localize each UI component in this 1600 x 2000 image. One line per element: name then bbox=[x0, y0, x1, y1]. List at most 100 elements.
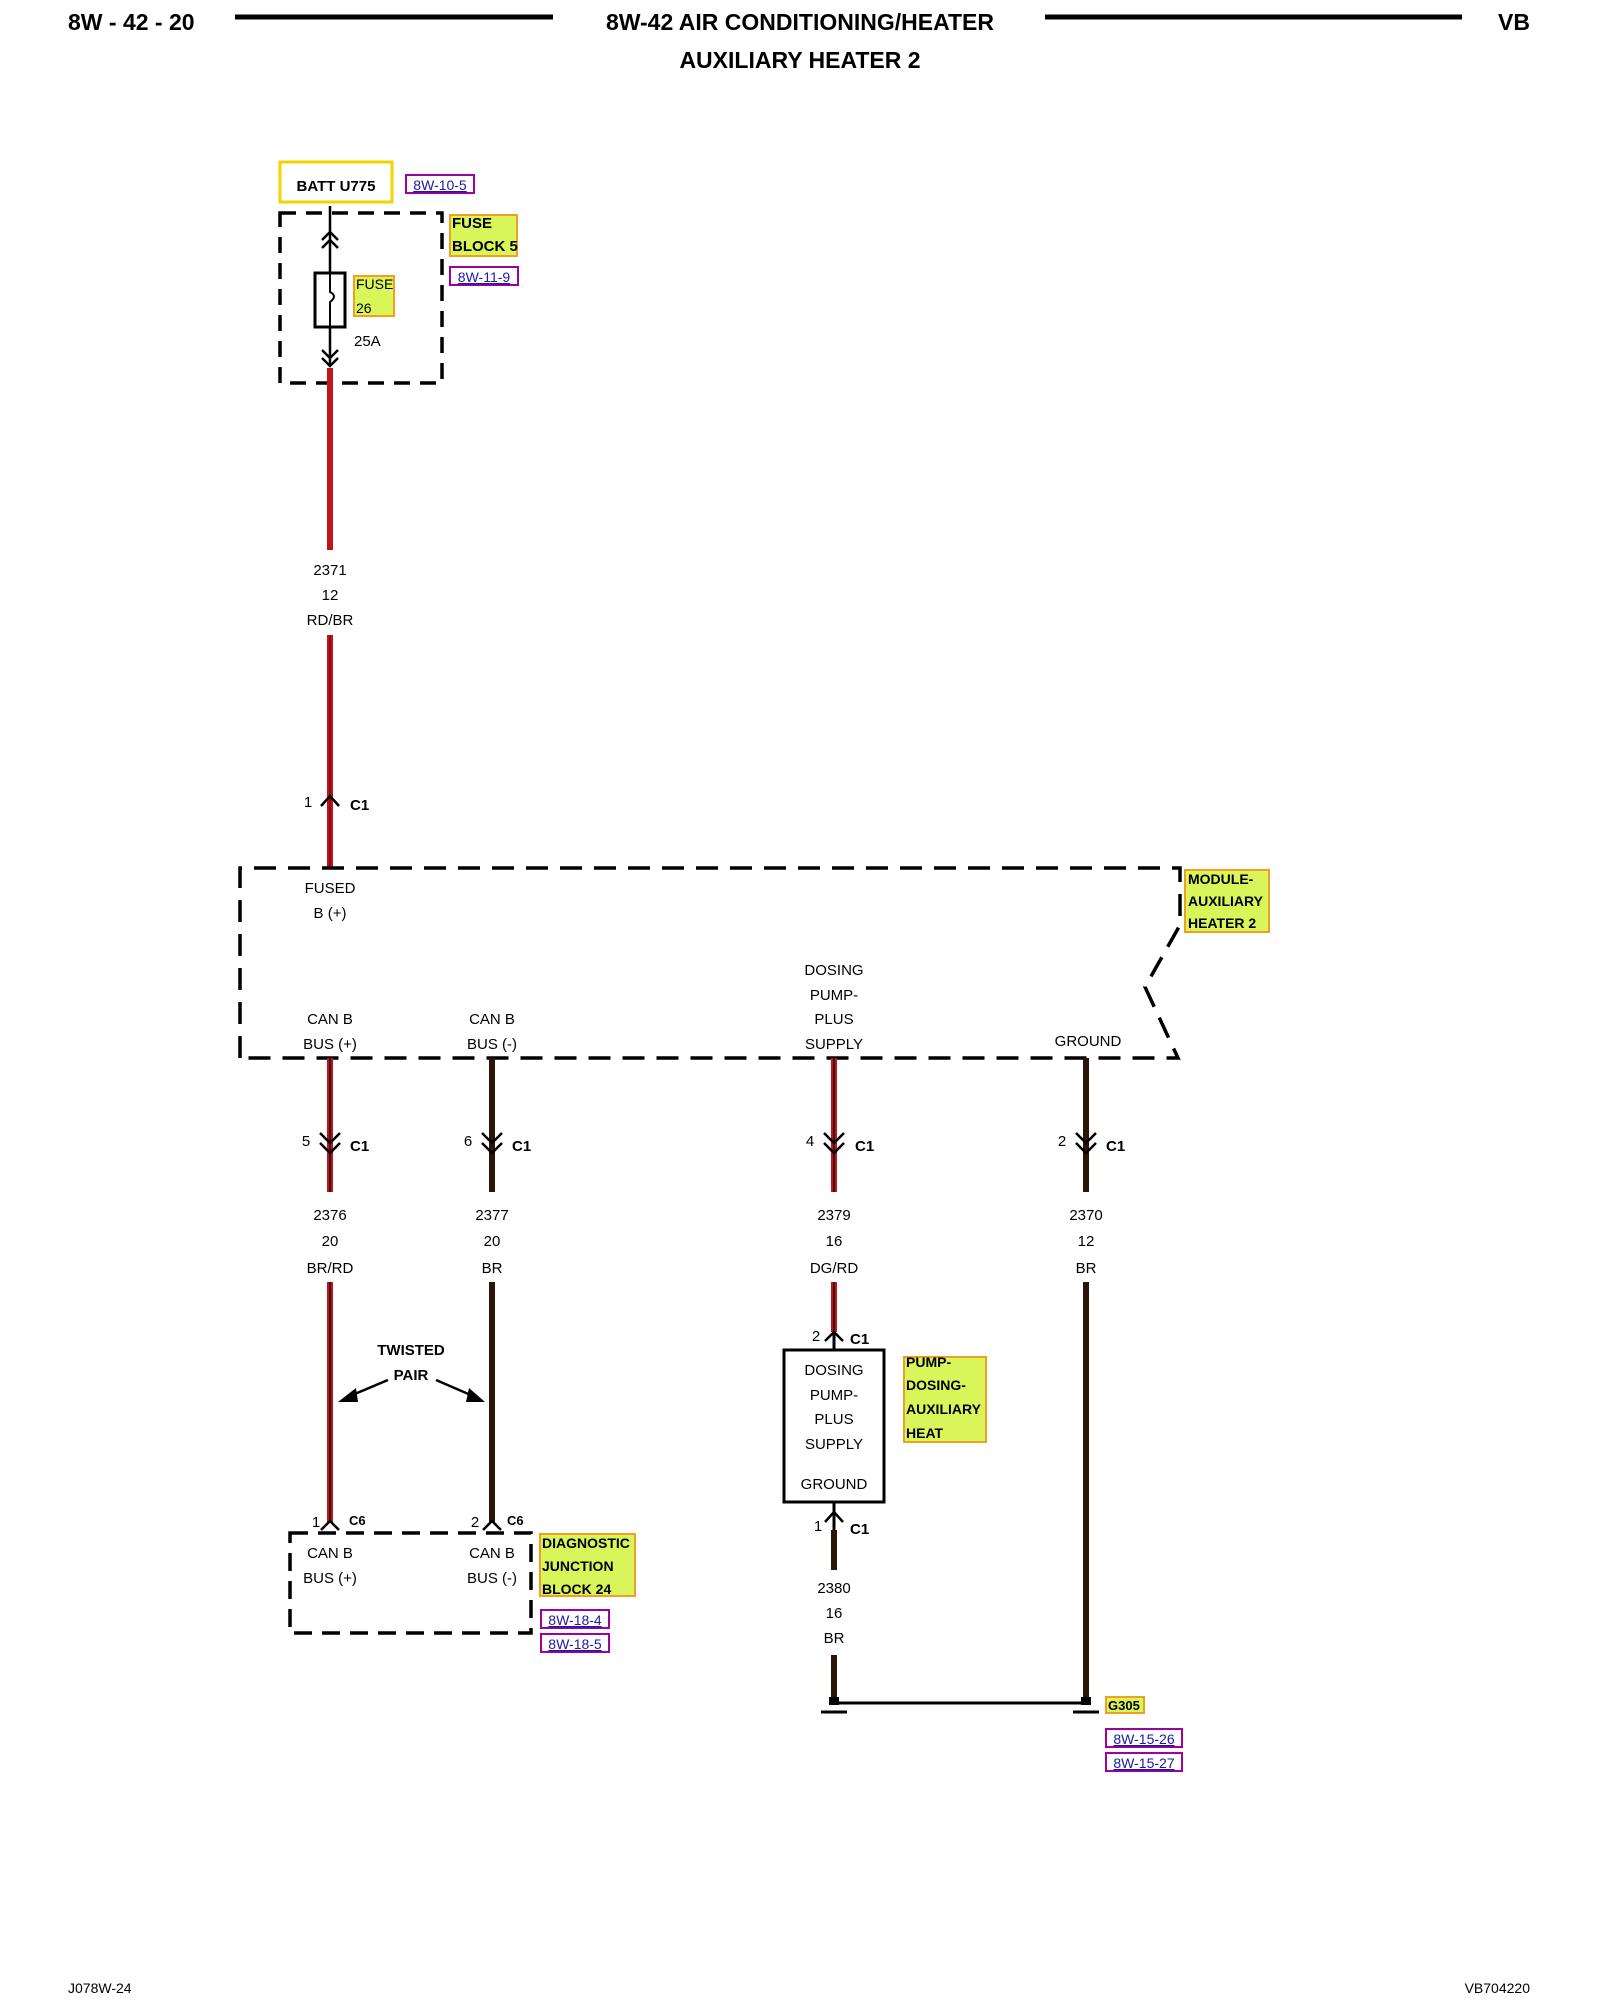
ground-ref-link-1[interactable]: 8W-15-26 bbox=[1105, 1728, 1183, 1748]
ground-ref-2-text[interactable]: 8W-15-27 bbox=[1113, 1755, 1174, 1771]
fuse-block-box bbox=[278, 211, 444, 385]
djb-ref-link-2[interactable]: 8W-18-5 bbox=[540, 1633, 610, 1653]
c1-pin6-name: C1 bbox=[512, 1138, 531, 1155]
c6-pin2-number: 2 bbox=[471, 1514, 479, 1531]
batt-ref-text[interactable]: 8W-10-5 bbox=[413, 177, 467, 193]
wire-2370-color: BR bbox=[1076, 1260, 1097, 1277]
connector-pump-pin1: 1 C1 bbox=[814, 1510, 869, 1538]
wire-2379-color: DG/RD bbox=[810, 1260, 859, 1277]
twisted-pair-arrow-right-icon bbox=[435, 1378, 485, 1402]
fuse-block-label-line1: FUSE bbox=[452, 215, 492, 232]
module-can-plus-line2: BUS (+) bbox=[303, 1036, 357, 1053]
fuse-in-connector bbox=[321, 206, 339, 273]
ground-ref-link-2[interactable]: 8W-15-27 bbox=[1105, 1752, 1183, 1772]
wire-2379-label: 2379 16 DG/RD bbox=[810, 1207, 859, 1277]
wire-2370-circuit: 2370 bbox=[1069, 1207, 1102, 1224]
pump-pin2-name: C1 bbox=[850, 1331, 869, 1348]
fuse-label: FUSE 26 bbox=[353, 275, 395, 317]
connector-c1-pin6 bbox=[481, 1132, 503, 1155]
module-can-minus-line2: BUS (-) bbox=[467, 1036, 517, 1053]
djb-ref-link-1[interactable]: 8W-18-4 bbox=[540, 1609, 610, 1629]
djb-can-minus-line1: CAN B bbox=[469, 1545, 515, 1562]
djb-label: DIAGNOSTIC JUNCTION BLOCK 24 bbox=[539, 1533, 636, 1597]
footer-left-code: J078W-24 bbox=[68, 1980, 132, 1996]
djb-ref-1-text[interactable]: 8W-18-4 bbox=[548, 1612, 602, 1628]
ground-g305-label: G305 bbox=[1105, 1696, 1145, 1714]
c1-pin2-number: 2 bbox=[1058, 1133, 1066, 1150]
batt-ref-link[interactable]: 8W-10-5 bbox=[405, 174, 475, 194]
c1-pin1-name: C1 bbox=[350, 797, 369, 814]
pump-in-line3: PLUS bbox=[814, 1411, 853, 1428]
djb-label-line3: BLOCK 24 bbox=[542, 1581, 611, 1597]
module-fused-b-line2: B (+) bbox=[314, 905, 347, 922]
connector-pump-pin2: 2 C1 bbox=[812, 1328, 869, 1348]
pump-pin2-number: 2 bbox=[812, 1328, 820, 1345]
c1-pin4-number: 4 bbox=[806, 1133, 814, 1150]
pump-in-line1: DOSING bbox=[804, 1362, 863, 1379]
wire-2376-circuit: 2376 bbox=[313, 1207, 346, 1224]
module-dosing-line2: PUMP- bbox=[810, 987, 858, 1004]
connector-c1-pin5 bbox=[319, 1132, 341, 1155]
wire-2371-gauge: 12 bbox=[322, 587, 339, 604]
wire-2380-circuit: 2380 bbox=[817, 1580, 850, 1597]
ground-ref-1-text[interactable]: 8W-15-26 bbox=[1113, 1731, 1174, 1747]
wire-2376-color: BR/RD bbox=[307, 1260, 354, 1277]
twisted-pair-arrow-left-icon bbox=[338, 1378, 389, 1402]
fuse-rating: 25A bbox=[354, 333, 381, 350]
c1-pin5-number: 5 bbox=[302, 1133, 310, 1150]
ground-symbol-icon bbox=[1073, 1697, 1099, 1714]
pump-label-line2: DOSING- bbox=[906, 1377, 966, 1393]
twisted-pair-line2: PAIR bbox=[394, 1367, 429, 1384]
fuse-out-connector bbox=[321, 327, 339, 368]
wire-2371-circuit: 2371 bbox=[313, 562, 346, 579]
pump-label-line3: AUXILIARY bbox=[906, 1401, 982, 1417]
module-label-line2: AUXILIARY bbox=[1188, 893, 1264, 909]
module-dosing-line4: SUPPLY bbox=[805, 1036, 863, 1053]
wire-2380-label: 2380 16 BR bbox=[817, 1580, 850, 1647]
module-can-minus-line1: CAN B bbox=[469, 1011, 515, 1028]
pump-pin1-number: 1 bbox=[814, 1518, 822, 1535]
wire-2370-gauge: 12 bbox=[1078, 1233, 1095, 1250]
fuse-label-line2: 26 bbox=[356, 300, 372, 316]
djb-can-plus-line1: CAN B bbox=[307, 1545, 353, 1562]
wire-2379-circuit: 2379 bbox=[817, 1207, 850, 1224]
fuse-label-line1: FUSE bbox=[356, 276, 393, 292]
fuse-block-ref-link[interactable]: 8W-11-9 bbox=[449, 266, 519, 286]
djb-ref-2-text[interactable]: 8W-18-5 bbox=[548, 1636, 602, 1652]
c6-pin2-name: C6 bbox=[507, 1513, 524, 1528]
page-title: 8W-42 AIR CONDITIONING/HEATER bbox=[606, 9, 994, 35]
connector-c6-pin1: 1 C6 bbox=[312, 1513, 366, 1531]
ground-g305-text: G305 bbox=[1108, 1698, 1140, 1713]
module-fused-b-line1: FUSED bbox=[305, 880, 356, 897]
c1-pin1-number: 1 bbox=[304, 794, 312, 811]
model-code: VB bbox=[1498, 9, 1530, 35]
djb-can-minus-line2: BUS (-) bbox=[467, 1570, 517, 1587]
djb-label-line1: DIAGNOSTIC bbox=[542, 1535, 630, 1551]
connector-c1-pin1: 1 C1 bbox=[304, 794, 369, 814]
wire-2380-color: BR bbox=[824, 1630, 845, 1647]
pump-label-line1: PUMP- bbox=[906, 1354, 951, 1370]
module-can-plus-line1: CAN B bbox=[307, 1011, 353, 1028]
pump-in-ground: GROUND bbox=[801, 1476, 868, 1493]
batt-label: BATT U775 bbox=[297, 178, 376, 195]
module-dosing-line1: DOSING bbox=[804, 962, 863, 979]
wire-2370-label: 2370 12 BR bbox=[1069, 1207, 1102, 1277]
wire-2376-gauge: 20 bbox=[322, 1233, 339, 1250]
twisted-pair-line1: TWISTED bbox=[377, 1342, 445, 1359]
c1-pin6-number: 6 bbox=[464, 1133, 472, 1150]
page-header: 8W - 42 - 20 8W-42 AIR CONDITIONING/HEAT… bbox=[68, 9, 1530, 73]
connector-c6-pin2: 2 C6 bbox=[471, 1513, 524, 1531]
batt-label-box: BATT U775 bbox=[278, 160, 394, 204]
wire-2377-gauge: 20 bbox=[484, 1233, 501, 1250]
c6-pin1-name: C6 bbox=[349, 1513, 366, 1528]
djb-box bbox=[288, 1531, 533, 1635]
ground-splice-left-icon bbox=[821, 1697, 847, 1714]
fuse-block-label: FUSE BLOCK 5 bbox=[449, 214, 518, 257]
page-subtitle: AUXILIARY HEATER 2 bbox=[679, 47, 920, 73]
module-label-line3: HEATER 2 bbox=[1188, 915, 1256, 931]
wire-2380-gauge: 16 bbox=[826, 1605, 843, 1622]
module-ground: GROUND bbox=[1055, 1033, 1122, 1050]
pump-in-line4: SUPPLY bbox=[805, 1436, 863, 1453]
fuse-block-ref-text[interactable]: 8W-11-9 bbox=[458, 269, 511, 285]
